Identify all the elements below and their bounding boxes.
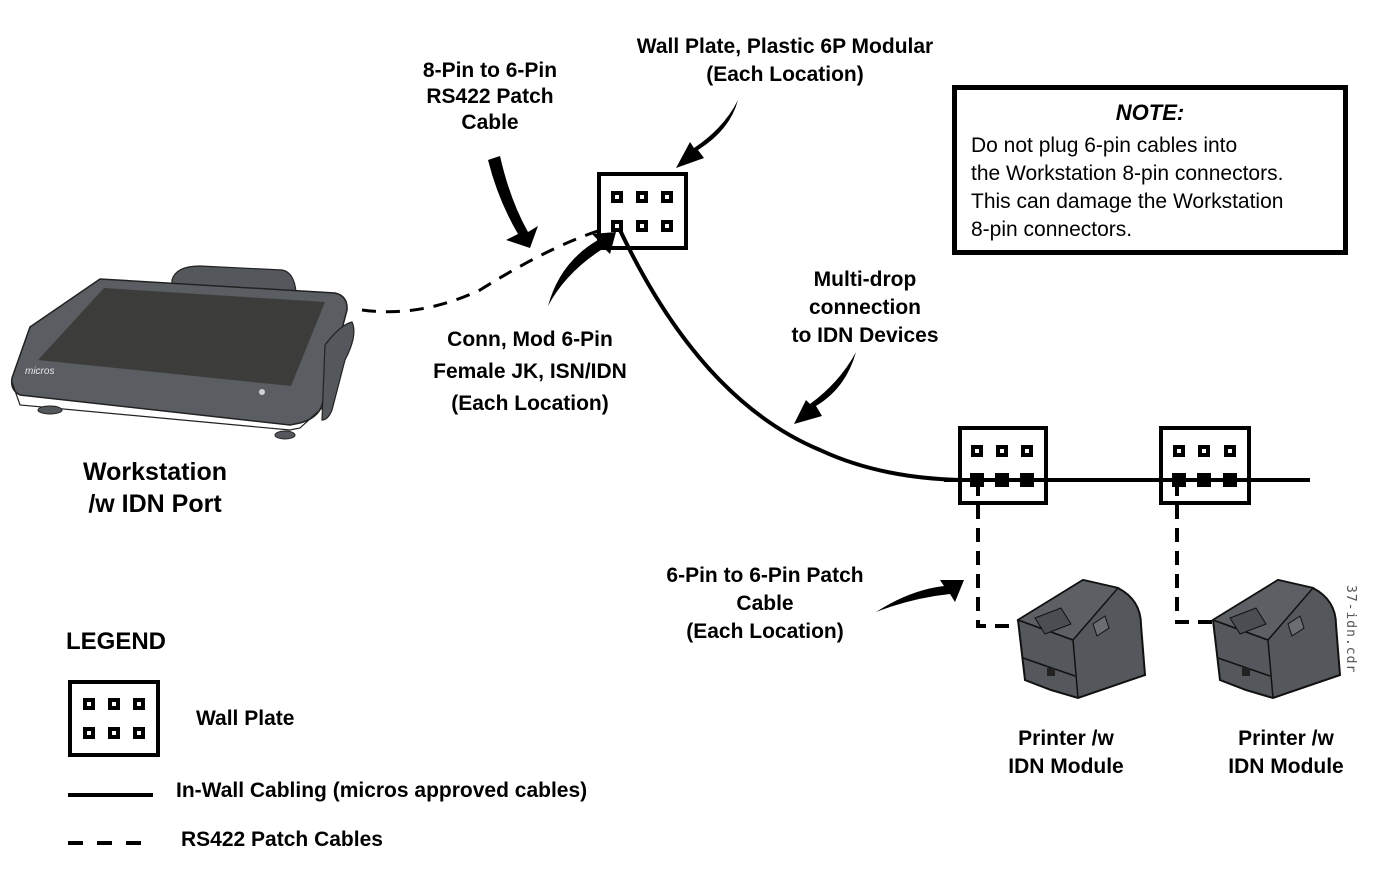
arrow-to-printer-patch [876, 580, 964, 612]
arrow-to-multidrop-cable [794, 352, 856, 424]
note-body: Do not plug 6-pin cables into the Workst… [971, 132, 1283, 244]
label-workstation: Workstation /w IDN Port [55, 456, 255, 520]
label-line: RS422 Patch [426, 85, 554, 108]
label-line: to IDN Devices [791, 324, 939, 347]
label-line: IDN Module [1228, 755, 1344, 778]
wall-plate-printer-1 [944, 426, 1110, 505]
label-line: IDN Module [1008, 755, 1124, 778]
arrow-to-wall-plate [676, 100, 738, 168]
file-tag: 37-idn.cdr [1343, 585, 1358, 674]
label-multidrop: Multi-drop connection to IDN Devices [765, 266, 965, 350]
label-line: 6-Pin to 6-Pin Patch [666, 564, 864, 587]
label-printer-1: Printer /w IDN Module [986, 725, 1146, 781]
workstation-brand-logo: micros [25, 366, 54, 377]
printer-device-2 [1211, 578, 1342, 700]
arrow-to-patch-cable [488, 156, 538, 248]
patch-cable-8to6 [361, 224, 616, 314]
note-line: 8-pin connectors. [971, 218, 1133, 241]
arrow-to-connector [548, 232, 616, 306]
in-wall-cable [617, 227, 1310, 482]
note-line: Do not plug 6-pin cables into [971, 134, 1238, 157]
label-line: (Each Location) [451, 392, 609, 415]
label-line: Multi-drop [813, 268, 917, 291]
label-line: /w IDN Port [88, 490, 222, 518]
label-line: Printer /w [1238, 727, 1334, 750]
legend-item-in-wall-cabling: In-Wall Cabling (micros approved cables) [176, 779, 588, 802]
wall-plate-printer-2 [1110, 426, 1310, 505]
note-line: the Workstation 8-pin connectors. [971, 162, 1284, 185]
patch-cable-printer-1 [976, 482, 1022, 628]
legend-wall-plate-symbol [68, 680, 160, 757]
workstation-device: micros [10, 265, 355, 440]
label-6to6-patch-cable: 6-Pin to 6-Pin Patch Cable (Each Locatio… [640, 562, 890, 646]
label-conn-mod-6pin: Conn, Mod 6-Pin Female JK, ISN/IDN (Each… [410, 324, 650, 420]
label-line: Conn, Mod 6-Pin [447, 328, 613, 351]
label-line: connection [808, 296, 921, 319]
label-line: Cable [461, 111, 519, 134]
note-line: This can damage the Workstation [971, 190, 1284, 213]
label-line: Female JK, ISN/IDN [433, 360, 627, 383]
legend-title: LEGEND [66, 628, 167, 655]
label-8to6-patch-cable: 8-Pin to 6-Pin RS422 Patch Cable [404, 58, 576, 136]
label-line: (Each Location) [706, 63, 864, 86]
wall-plate-main [597, 172, 688, 250]
legend-item-patch-cables: RS422 Patch Cables [181, 828, 383, 851]
label-printer-2: Printer /w IDN Module [1206, 725, 1366, 781]
note-title: NOTE: [1115, 100, 1185, 125]
legend-item-wall-plate: Wall Plate [196, 707, 295, 730]
label-line: 8-Pin to 6-Pin [422, 59, 558, 82]
label-line: (Each Location) [686, 620, 844, 643]
label-wall-plate: Wall Plate, Plastic 6P Modular (Each Loc… [610, 33, 960, 89]
label-line: Workstation [83, 458, 227, 486]
patch-cable-printer-2 [1175, 482, 1218, 624]
label-line: Cable [736, 592, 794, 615]
note-box: NOTE: Do not plug 6-pin cables into the … [952, 85, 1348, 255]
label-line: Wall Plate, Plastic 6P Modular [636, 35, 934, 58]
label-line: Printer /w [1018, 727, 1114, 750]
printer-device-1 [1016, 578, 1147, 700]
